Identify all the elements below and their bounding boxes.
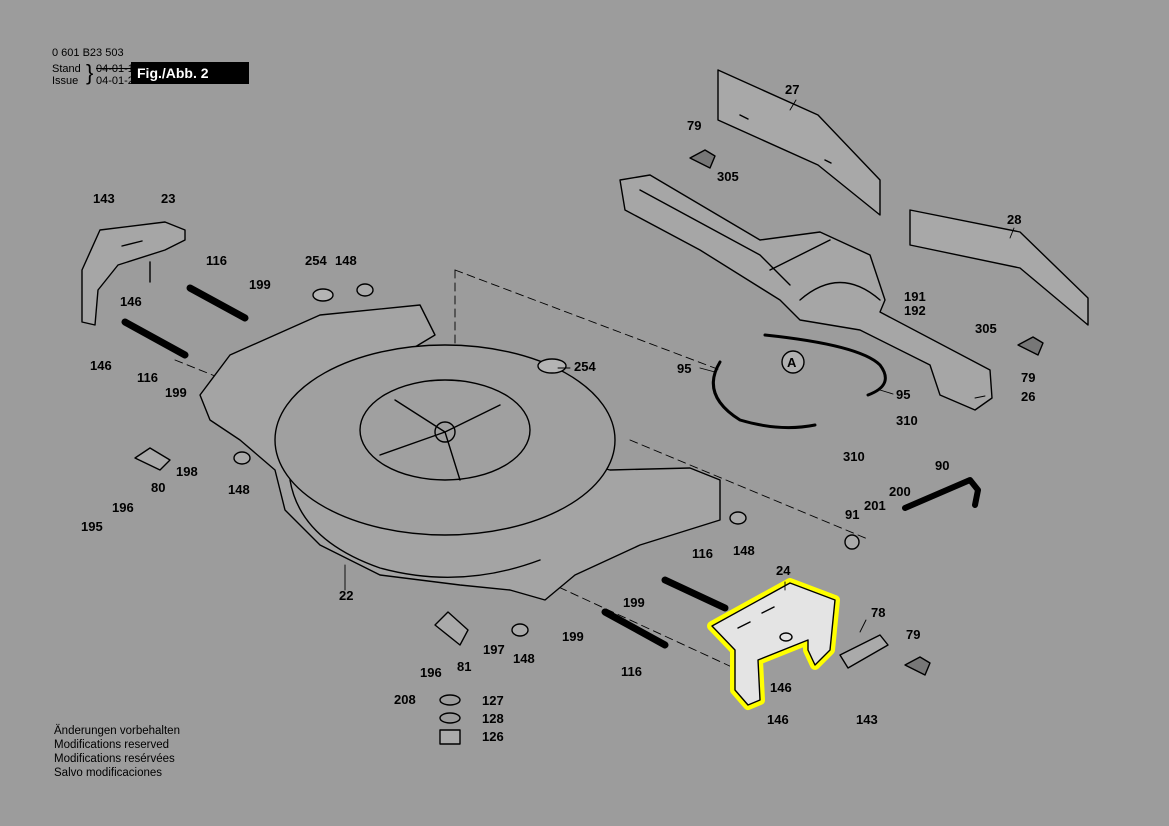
brace-glyph: } <box>86 60 94 85</box>
part-label-146: 146 <box>767 712 789 727</box>
part-label-305: 305 <box>717 169 739 184</box>
part-label-195: 195 <box>81 519 103 534</box>
plate-78 <box>839 634 889 669</box>
washer-128 <box>439 712 461 724</box>
fence-26 <box>619 174 993 411</box>
part-label-95: 95 <box>677 361 692 376</box>
part-label-116: 116 <box>206 253 227 268</box>
part-label-116: 116 <box>621 664 642 679</box>
part-label-127: 127 <box>482 693 504 708</box>
part-label-199: 199 <box>562 629 584 644</box>
part-label-208: 208 <box>394 692 416 707</box>
figure-label: Fig./Abb. 2 <box>131 62 249 84</box>
part-label-201: 201 <box>864 498 886 513</box>
part-label-22: 22 <box>339 588 354 603</box>
part-label-91: 91 <box>845 507 860 522</box>
part-label-254: 254 <box>305 253 327 268</box>
stand-date-old: 04-01-14 <box>96 63 141 75</box>
part-label-200: 200 <box>889 484 911 499</box>
clamp-95-left <box>711 360 817 430</box>
part-label-197: 197 <box>483 642 505 657</box>
part-label-81: 81 <box>457 659 472 674</box>
issue-date: 04-01-23 <box>96 75 141 87</box>
part-label-79: 79 <box>1021 370 1036 385</box>
part-label-148: 148 <box>335 253 357 268</box>
part-label-254: 254 <box>574 359 596 374</box>
clip-81 <box>434 611 469 646</box>
part-label-28: 28 <box>1007 212 1022 227</box>
pins-116-left <box>121 284 249 359</box>
fence-extension-28 <box>909 209 1089 326</box>
part-label-128: 128 <box>482 711 504 726</box>
part-label-198: 198 <box>176 464 198 479</box>
part-label-148: 148 <box>513 651 535 666</box>
bracket-23 <box>81 221 186 326</box>
nut-126 <box>439 729 461 745</box>
part-label-199: 199 <box>623 595 645 610</box>
part-label-191: 191 <box>904 289 926 304</box>
part-number: 0 601 B23 503 <box>52 47 124 59</box>
part-label-78: 78 <box>871 605 886 620</box>
detail-marker-a: A <box>787 355 797 370</box>
part-label-79: 79 <box>687 118 702 133</box>
part-label-305: 305 <box>975 321 997 336</box>
washer-127 <box>439 694 461 706</box>
fence-extension-27 <box>717 69 881 216</box>
part-label-116: 116 <box>137 370 158 385</box>
part-label-90: 90 <box>935 458 950 473</box>
part-label-310: 310 <box>896 413 918 428</box>
part-label-80: 80 <box>151 480 166 495</box>
clip-80 <box>134 447 171 471</box>
part-label-79: 79 <box>906 627 921 642</box>
part-label-23: 23 <box>161 191 176 206</box>
part-label-116: 116 <box>692 546 713 561</box>
part-label-310: 310 <box>843 449 865 464</box>
turntable <box>274 344 616 536</box>
part-label-27: 27 <box>785 82 800 97</box>
part-label-196: 196 <box>420 665 442 680</box>
part-label-199: 199 <box>249 277 271 292</box>
part-label-146: 146 <box>120 294 142 309</box>
handle-90 <box>902 477 981 511</box>
footer-note-de: Änderungen vorbehalten <box>54 725 180 737</box>
part-label-95: 95 <box>896 387 911 402</box>
part-label-146: 146 <box>770 680 792 695</box>
footer-note-es: Salvo modificaciones <box>54 767 163 779</box>
part-label-192: 192 <box>904 303 926 318</box>
stand-label: Stand <box>52 63 81 75</box>
part-label-196: 196 <box>112 500 134 515</box>
pins-116-lower <box>601 576 729 649</box>
clamp-95-right <box>763 333 887 397</box>
footer-note-en: Modifications reserved <box>54 739 170 751</box>
part-label-143: 143 <box>93 191 115 206</box>
part-label-199: 199 <box>165 385 187 400</box>
part-label-148: 148 <box>228 482 250 497</box>
part-label-126: 126 <box>482 729 504 744</box>
part-label-146: 146 <box>90 358 112 373</box>
part-label-26: 26 <box>1021 389 1036 404</box>
part-label-24: 24 <box>776 563 791 578</box>
part-label-148: 148 <box>733 543 755 558</box>
part-label-143: 143 <box>856 712 878 727</box>
footer-note-fr: Modifications resérvées <box>54 753 175 765</box>
issue-label: Issue <box>52 75 79 87</box>
